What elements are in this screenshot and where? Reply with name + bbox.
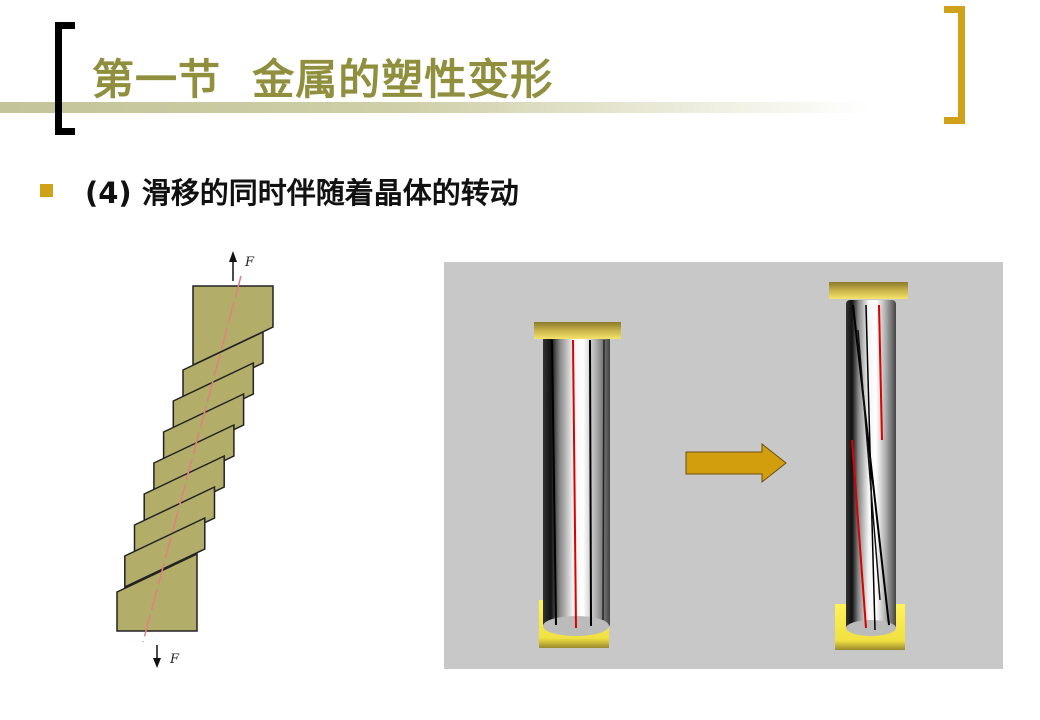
cylinder-red-stripe [878, 304, 883, 441]
slip-slab [124, 516, 206, 589]
top-block [192, 285, 274, 367]
slip-slab [182, 330, 264, 403]
force-label-bottom: F [169, 652, 180, 667]
cylinder-rotation-illustration [444, 262, 1003, 669]
cylinder-before [543, 336, 610, 628]
cylinder-stripe [865, 304, 876, 631]
slip-slab [172, 361, 255, 434]
arrow-head-up-icon [229, 251, 237, 262]
cylinder-stripe [551, 339, 557, 626]
right-bracket-decoration [944, 6, 965, 124]
cylinder-red-stripe [572, 339, 577, 629]
top-cap-right [829, 282, 908, 299]
cylinder-stripe [589, 339, 592, 627]
title-underline-bar [0, 102, 900, 113]
arrow-head-down-icon [153, 658, 161, 668]
cylinder-stripe [602, 339, 605, 621]
bullet-text: (4) 滑移的同时伴随着晶体的转动 [85, 176, 519, 210]
slip-slab [153, 423, 235, 496]
cylinder-red-stripe [851, 439, 867, 629]
force-label-top: F [244, 255, 255, 270]
slip-slabs [124, 330, 264, 589]
crystal-axis-line [142, 275, 242, 643]
bullet-square-icon [40, 184, 53, 197]
slide-title: 第一节 金属的塑性变形 [92, 55, 554, 104]
slip-rotation-diagram: F F [116, 251, 274, 668]
top-cap-left [534, 322, 621, 339]
cylinder-after-base [846, 620, 896, 636]
cylinder-stripe [857, 329, 881, 601]
slip-slab [162, 392, 245, 465]
left-bracket-decoration [55, 22, 75, 135]
right-arrow-icon [685, 442, 787, 484]
